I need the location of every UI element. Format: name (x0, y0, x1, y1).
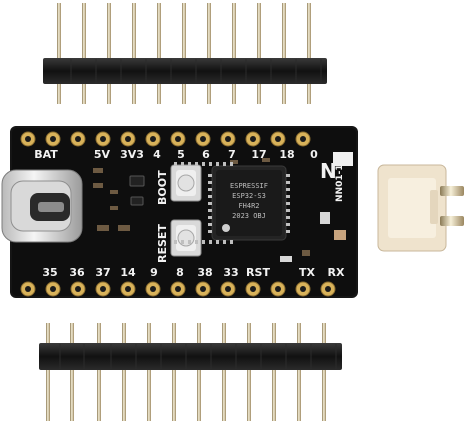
boot-label: BOOT (156, 170, 169, 205)
top-header-pin-lower (82, 82, 86, 104)
chip-brand: ESPRESSIF (230, 182, 268, 190)
bottom-header-pin (272, 368, 276, 421)
bottom-header-pin-top (322, 323, 326, 347)
bottom-pin-label: 35 (42, 266, 57, 279)
top-pin-label: 18 (279, 148, 294, 161)
bottom-header-pin-top (197, 323, 201, 347)
bottom-pin-label: 37 (95, 266, 110, 279)
bottom-header-pin (147, 368, 151, 421)
reset-button (170, 219, 202, 257)
chip-date: 2023 OBJ (232, 212, 266, 220)
top-header-pin-lower (107, 82, 111, 104)
top-header-pin (107, 3, 111, 61)
top-pin-label: 0 (310, 148, 318, 161)
usb-c-connector (1, 169, 83, 243)
bottom-header-pin (247, 368, 251, 421)
smd-components (93, 158, 346, 262)
top-pin-header (43, 3, 327, 104)
top-header-pin-lower (307, 82, 311, 104)
bottom-header-pin-top (222, 323, 226, 347)
bottom-header-pin-top (297, 323, 301, 347)
bottom-pin-label: 38 (197, 266, 212, 279)
top-header-pin-lower (157, 82, 161, 104)
top-header-pin-lower (282, 82, 286, 104)
bottom-header-pin-top (272, 323, 276, 347)
top-header-pin-lower (232, 82, 236, 104)
top-header-pin-lower (257, 82, 261, 104)
esp32-chip: ESPRESSIF ESP32-S3 FH4R2 2023 OBJ (174, 162, 290, 244)
bottom-header-pin-top (147, 323, 151, 347)
bottom-pin-label: 8 (176, 266, 184, 279)
top-header-pin (307, 3, 311, 61)
bottom-header-pin-top (122, 323, 126, 347)
top-header-pin (232, 3, 236, 61)
bottom-pin-label: 33 (223, 266, 238, 279)
bottom-header-pin-top (70, 323, 74, 347)
boot-button (170, 164, 202, 202)
bottom-header-pin (222, 368, 226, 421)
bottom-header-pin (197, 368, 201, 421)
reset-label: RESET (156, 224, 169, 263)
top-pin-label: 5V (94, 148, 111, 161)
jst-connector (377, 164, 464, 252)
bottom-pin-label: 14 (120, 266, 136, 279)
top-header-pin (257, 3, 261, 61)
bottom-header-pin-top (97, 323, 101, 347)
top-pin-label: 7 (228, 148, 236, 161)
bottom-pin-header (39, 323, 342, 421)
bottom-header-pin (70, 368, 74, 421)
bottom-header-pin (97, 368, 101, 421)
bottom-header-pin (46, 368, 50, 421)
top-pin-label: 5 (177, 148, 185, 161)
bottom-pin-label: 36 (69, 266, 85, 279)
bottom-header-pin (297, 368, 301, 421)
bottom-header-pin (122, 368, 126, 421)
chip-variant: FH4R2 (238, 202, 259, 210)
top-pin-labels: BAT 5V 3V3 4 5 6 7 17 18 0 (34, 148, 318, 161)
top-header-pin (182, 3, 186, 61)
top-pin-label: 4 (153, 148, 161, 161)
module-code: NN01-102 (335, 152, 345, 202)
top-pin-label: 3V3 (120, 148, 144, 161)
bottom-header-pin-top (247, 323, 251, 347)
top-header-pin-lower (207, 82, 211, 104)
top-header-pin (57, 3, 61, 61)
top-header-pin-lower (182, 82, 186, 104)
top-pin-label: 6 (202, 148, 210, 161)
chip-model: ESP32-S3 (232, 192, 266, 200)
top-pad-row (20, 131, 311, 147)
bottom-pin-label: TX (299, 266, 316, 279)
top-header-pin-lower (57, 82, 61, 104)
bottom-pin-label: RX (328, 266, 345, 279)
bottom-pad-row (20, 281, 336, 297)
top-header-pin (207, 3, 211, 61)
top-header-pin (282, 3, 286, 61)
bottom-pin-label: RST (246, 266, 270, 279)
top-header-pin-lower (132, 82, 136, 104)
top-pin-label: 17 (251, 148, 266, 161)
pcb-board: BAT 5V 3V3 4 5 6 7 17 18 0 35 36 37 14 9 8 38 33 RST TX RX (1, 126, 358, 298)
top-header-pin (132, 3, 136, 61)
bottom-pin-labels: 35 36 37 14 9 8 38 33 RST TX RX (42, 266, 345, 279)
bottom-header-pin-top (172, 323, 176, 347)
bottom-header-pin-top (46, 323, 50, 347)
logo-glyph: N (320, 159, 337, 183)
bottom-header-pin (172, 368, 176, 421)
top-pin-label: BAT (34, 148, 58, 161)
top-header-pin (157, 3, 161, 61)
top-header-pin (82, 3, 86, 61)
bottom-pin-label: 9 (150, 266, 158, 279)
bottom-header-pin (322, 368, 326, 421)
